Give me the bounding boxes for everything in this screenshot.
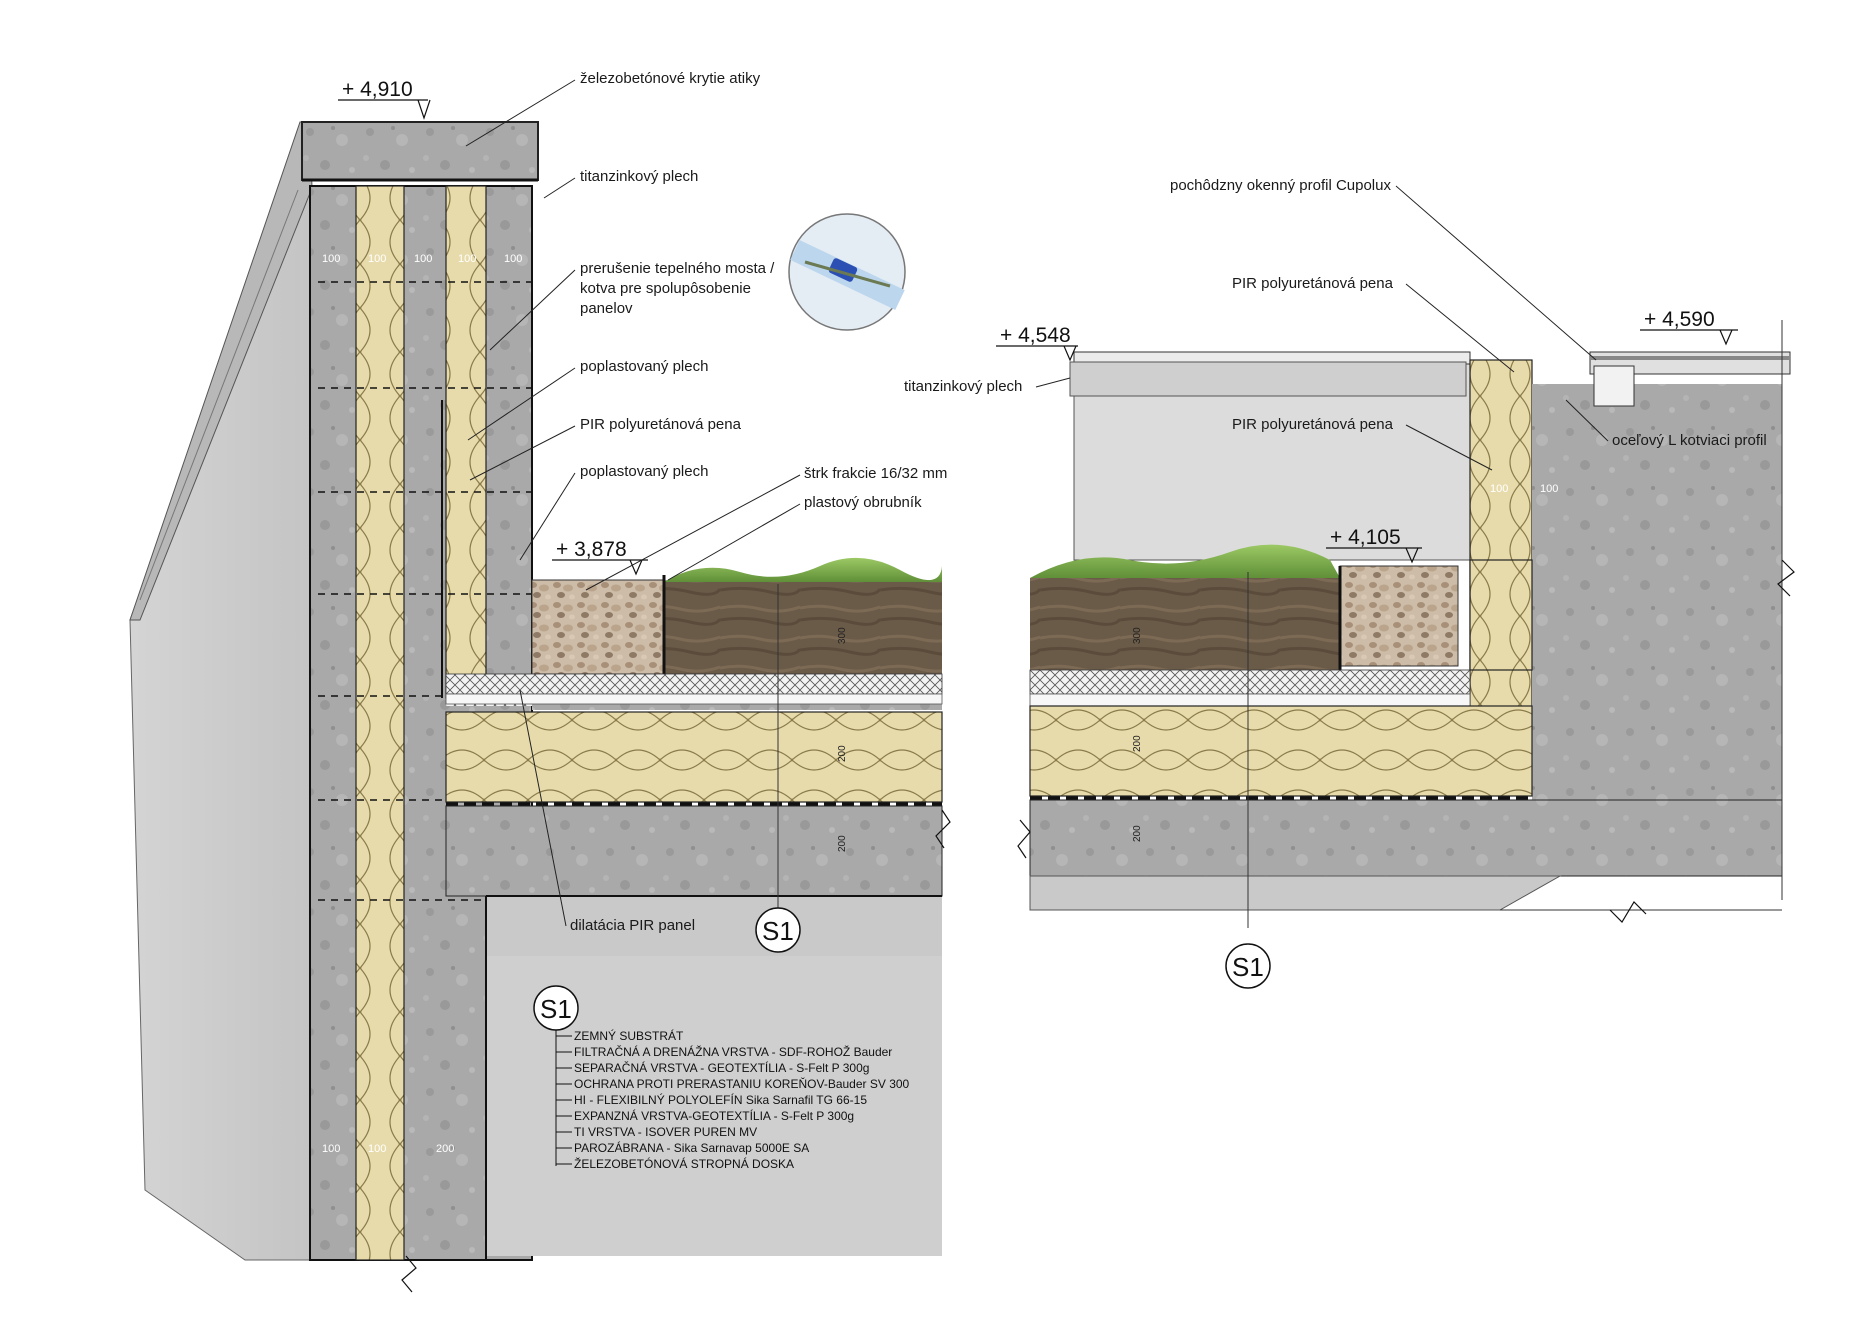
attic-cover (301, 121, 539, 181)
svg-text:100: 100 (322, 1143, 340, 1155)
svg-text:+ 4,910: + 4,910 (342, 78, 413, 101)
section-marker-right: S1 (1225, 943, 1271, 989)
legend-layer: SEPARAČNÁ VRSTVA - GEOTEXTÍLIA - S-Felt … (574, 1060, 869, 1075)
legend-layer: OCHRANA PROTI PRERASTANIU KOREŇOV-Bauder… (574, 1076, 910, 1091)
svg-text:300: 300 (837, 627, 848, 644)
break-marks (401, 1255, 417, 1293)
svg-text:100: 100 (368, 253, 386, 265)
svg-text:100: 100 (368, 1143, 386, 1155)
legend-layer: HI - FLEXIBILNÝ POLYOLEFÍN Sika Sarnafil… (574, 1092, 867, 1107)
label-pir-right-top: PIR polyuretánová pena (1232, 275, 1394, 292)
svg-text:200: 200 (436, 1143, 454, 1155)
svg-text:100: 100 (504, 253, 522, 265)
legend-layer: ŽELEZOBETÓNOVÁ STROPNÁ DOSKA (574, 1156, 794, 1171)
layer-legend: S1 ZEMNÝ SUBSTRÁT FILTRAČNÁ A DRENÁŽNA V… (533, 985, 910, 1171)
label-titanzinc-right: titanzinkový plech (904, 378, 1022, 395)
section-cut-lines (777, 572, 1249, 928)
label-coated-sheet-2: poplastovaný plech (580, 463, 708, 480)
svg-text:+ 3,878: + 3,878 (556, 538, 627, 561)
elevation-skylight: + 4,590 (1640, 308, 1738, 346)
legend-layer: ZEMNÝ SUBSTRÁT (574, 1028, 684, 1043)
elevation-left-roof: + 3,878 (552, 538, 648, 576)
elevation-middle-roof: + 4,548 (996, 324, 1078, 362)
label-titanzinc-left: titanzinkový plech (580, 168, 698, 185)
svg-text:100: 100 (414, 253, 432, 265)
elevation-right-roof: + 4,105 (1326, 526, 1422, 564)
left-roof-section (445, 557, 951, 1260)
legend-layer: PAROZÁBRANA - Sika Sarnavap 5000E SA (574, 1140, 809, 1155)
label-thermal-break-1: prerušenie tepelného mosta / (580, 260, 775, 277)
label-thermal-break-2: kotva pre spolupôsobenie (580, 280, 751, 297)
svg-text:100: 100 (458, 253, 476, 265)
annotation-labels: železobetónové krytie atiky titanzinkový… (465, 70, 1767, 934)
svg-text:+ 4,590: + 4,590 (1644, 308, 1715, 331)
dimension-labels: 100 100 100 100 100 100 100 200 300 200 … (322, 253, 1558, 1155)
label-window-profile: pochôdzny okenný profil Cupolux (1170, 177, 1391, 194)
elevation-top-attic: + 4,910 (338, 78, 431, 120)
label-gravel: štrk frakcie 16/32 mm (804, 465, 947, 482)
label-coated-sheet-1: poplastovaný plech (580, 358, 708, 375)
label-thermal-break-3: panelov (580, 300, 633, 317)
legend-layer: TI VRSTVA - ISOVER PUREN MV (574, 1125, 757, 1139)
label-steel-angle: oceľový L kotviaci profil (1612, 432, 1767, 449)
svg-text:200: 200 (837, 835, 848, 852)
svg-text:300: 300 (1132, 627, 1143, 644)
left-wall-perspective (129, 121, 313, 1261)
anchor-detail-image (788, 213, 906, 331)
svg-text:200: 200 (1132, 825, 1143, 842)
label-curb: plastový obrubník (804, 494, 922, 511)
section-marker-left: S1 (755, 907, 801, 953)
svg-text:200: 200 (837, 745, 848, 762)
svg-text:200: 200 (1132, 735, 1143, 752)
label-pir-left: PIR polyuretánová pena (580, 416, 742, 433)
svg-text:100: 100 (1540, 483, 1558, 495)
svg-text:100: 100 (1490, 483, 1508, 495)
legend-layer: EXPANZNÁ VRSTVA-GEOTEXTÍLIA - S-Felt P 3… (574, 1108, 854, 1123)
legend-title: S1 (540, 994, 572, 1024)
anchor-dashes (318, 281, 532, 901)
label-attic-cover: železobetónové krytie atiky (580, 70, 761, 87)
right-roof-section (1017, 320, 1795, 923)
label-pir-right-mid: PIR polyuretánová pena (1232, 416, 1394, 433)
svg-text:+ 4,105: + 4,105 (1330, 526, 1401, 549)
legend-layer: FILTRAČNÁ A DRENÁŽNA VRSTVA - SDF-ROHOŽ … (574, 1044, 892, 1059)
svg-text:+ 4,548: + 4,548 (1000, 324, 1071, 347)
label-dilatation: dilatácia PIR panel (570, 917, 695, 934)
svg-text:100: 100 (322, 253, 340, 265)
svg-text:S1: S1 (762, 916, 794, 946)
svg-text:S1: S1 (1232, 952, 1264, 982)
